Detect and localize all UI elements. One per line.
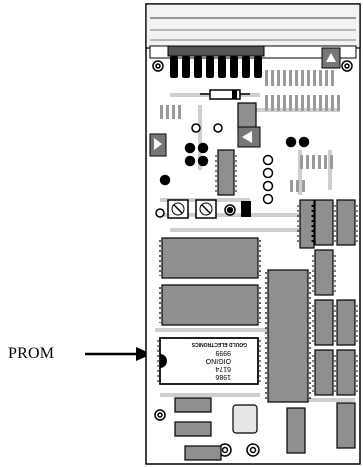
prom-label-line1: 1986 xyxy=(215,373,231,380)
trimmer-potentiometers xyxy=(167,199,217,219)
mounting-holes xyxy=(152,60,353,457)
resistor-arrays xyxy=(160,70,340,192)
memory-chips xyxy=(159,237,261,326)
header-pins xyxy=(167,45,265,78)
prom-label-line3: OIGINO xyxy=(205,357,231,364)
diode xyxy=(200,89,250,100)
misc-components xyxy=(149,47,341,217)
prom-brand: GOULD ELECTRONICS xyxy=(191,341,247,347)
lower-chips xyxy=(174,397,258,461)
prom-label-line4: 9999 xyxy=(215,349,231,356)
prom-label-line2: 6174 xyxy=(215,365,231,372)
processor-chip xyxy=(265,269,311,403)
round-pads xyxy=(155,123,310,218)
small-ics xyxy=(217,102,356,454)
prom-chip: 1986 6174 OIGINO 9999 GOULD ELECTRONICS xyxy=(157,337,261,385)
ic-pin-ticks xyxy=(215,155,358,395)
prom-callout-label: PROM xyxy=(8,345,55,362)
callout-arrow xyxy=(85,347,152,361)
